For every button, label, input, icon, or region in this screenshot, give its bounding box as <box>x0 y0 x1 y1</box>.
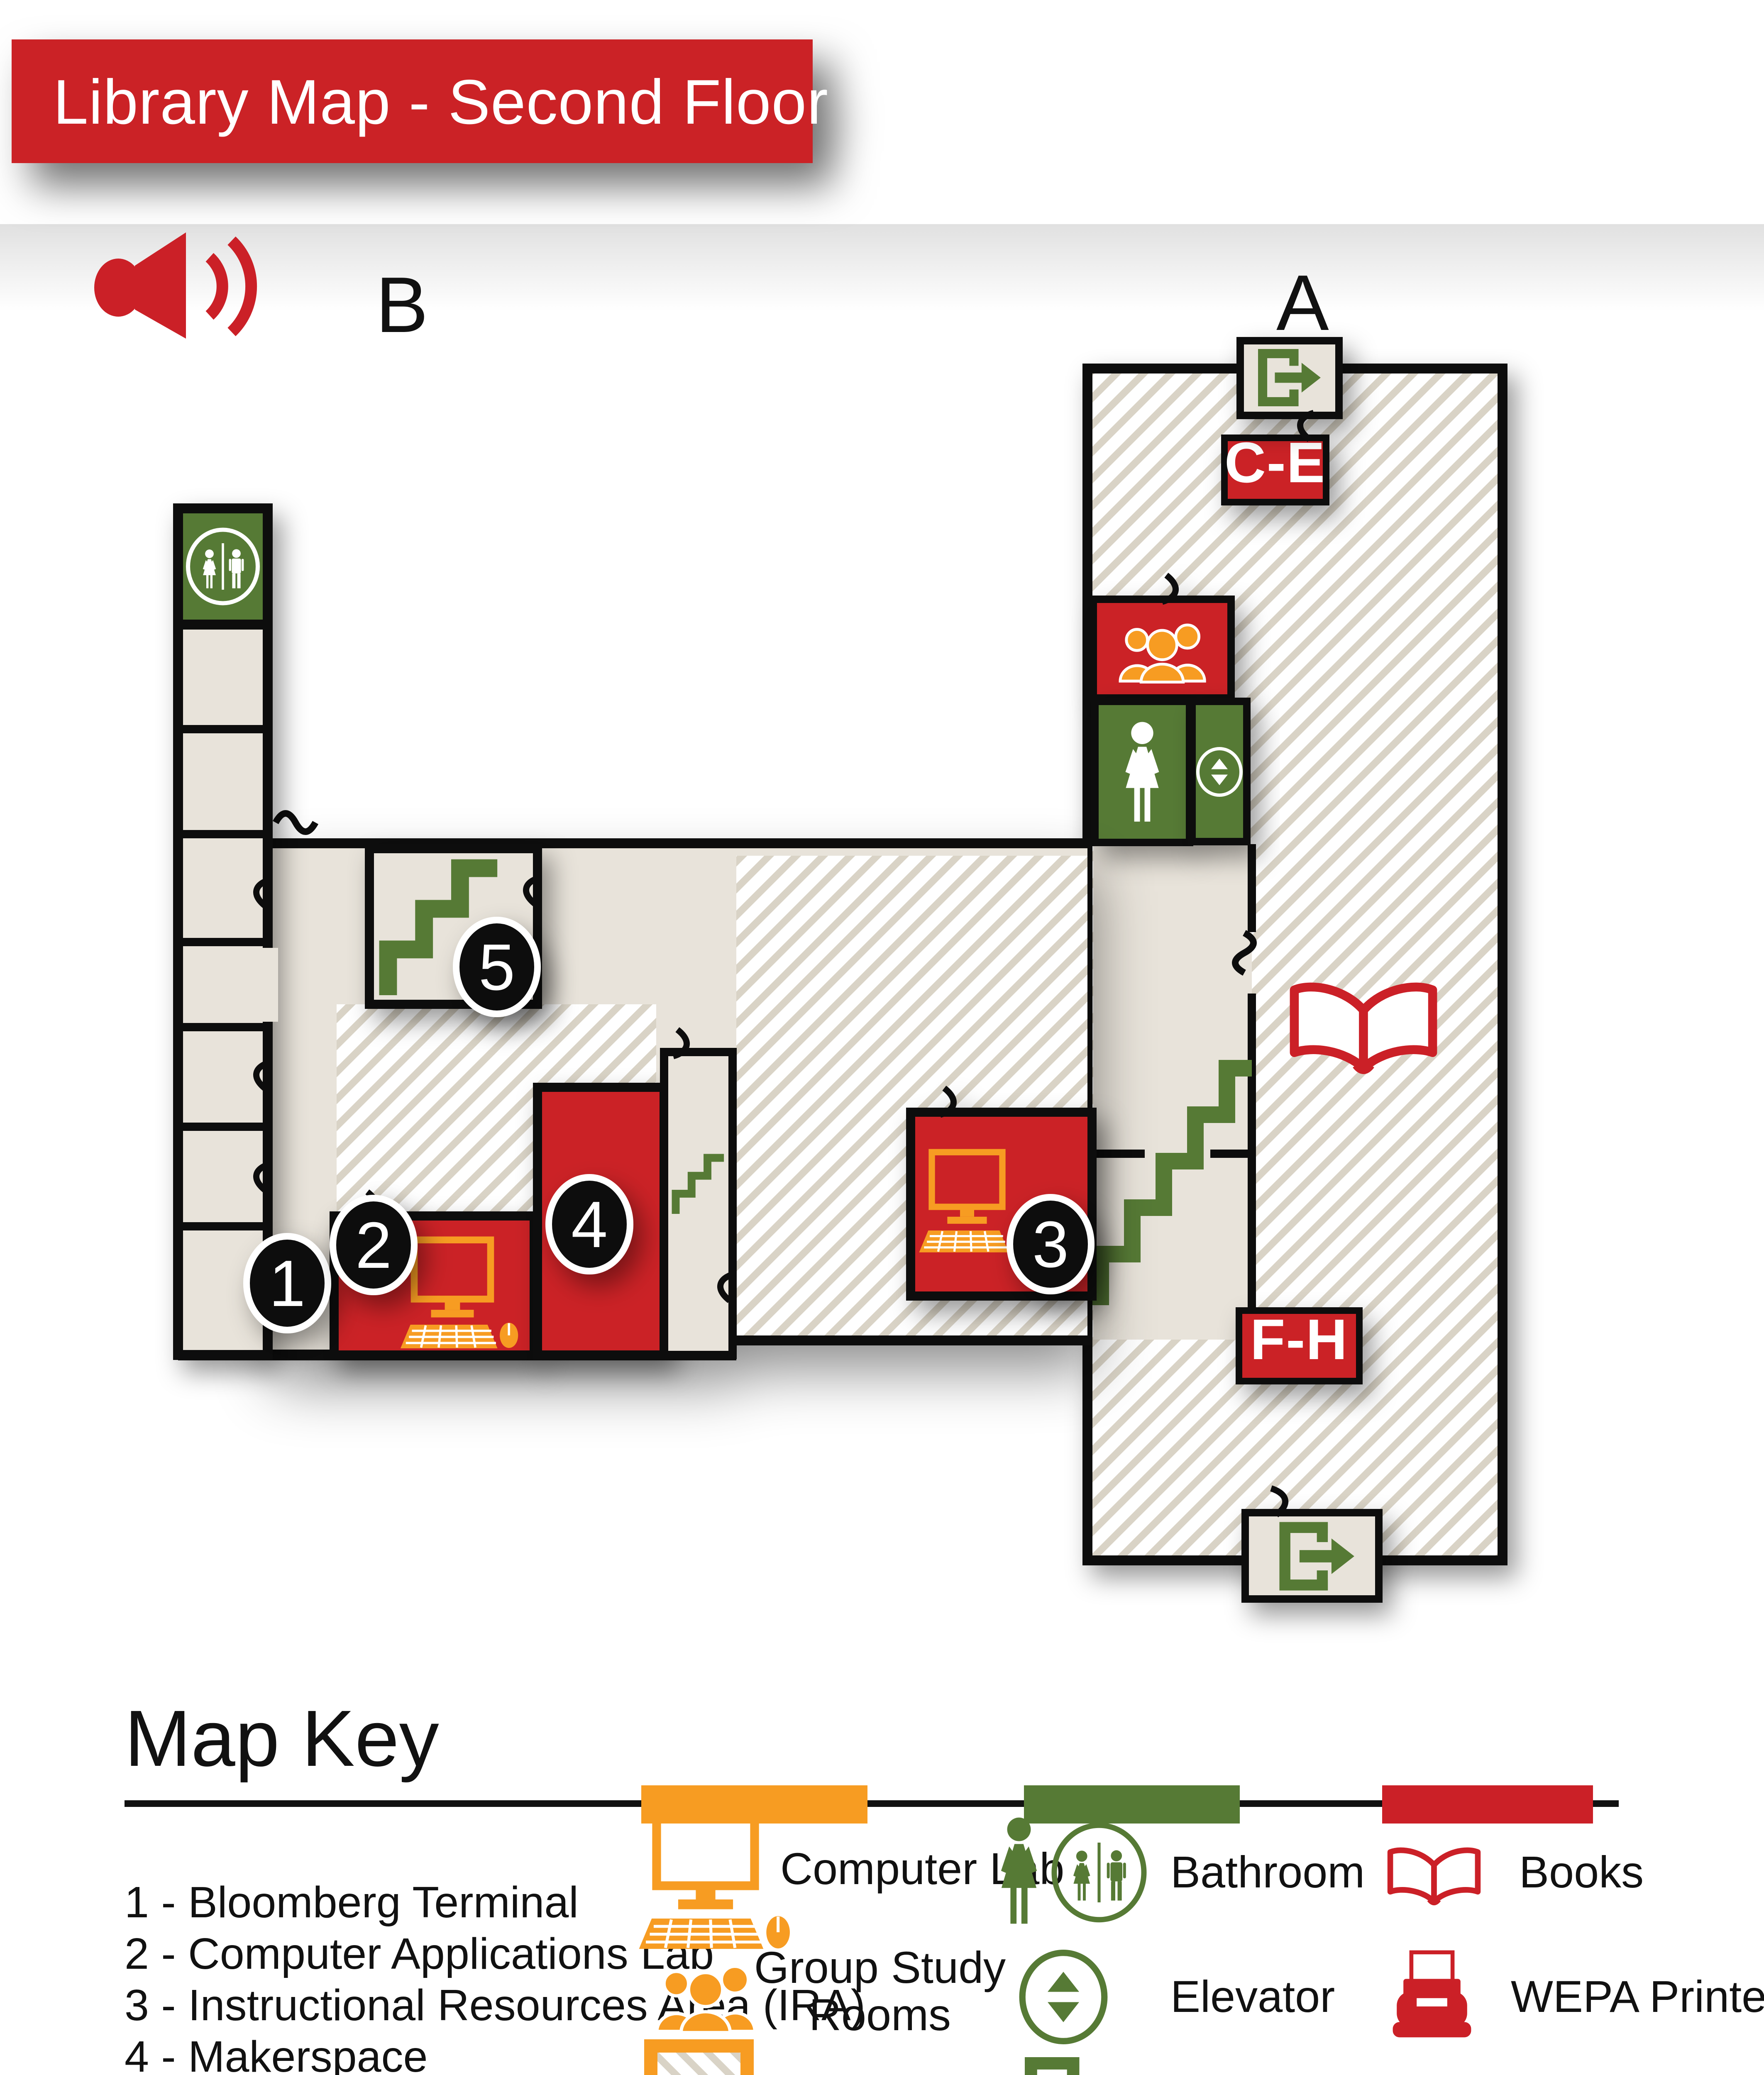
left-wing-room-dividers <box>178 725 268 1230</box>
wall-break-symbol <box>276 813 315 832</box>
marker-3-number: 3 <box>1032 1208 1069 1281</box>
legend-group-study-line1: Group Study <box>754 1942 1006 1992</box>
legend-wepa-printer-label: WEPA Printer <box>1511 1971 1764 2021</box>
marker-4-number: 4 <box>571 1188 608 1261</box>
shelf-range-fh: F-H <box>1236 1307 1363 1384</box>
wing-a-label: A <box>1276 259 1329 347</box>
legend-bathroom: Bathroom <box>1001 1817 1365 1924</box>
legend-group-study: Group Study Rooms <box>657 1942 1006 2040</box>
study-area-swatch <box>644 2039 754 2075</box>
legend-books: Books <box>1390 1847 1644 1903</box>
marker-1: 1 <box>243 1233 331 1333</box>
shelf-range-ce: C-E <box>1221 431 1329 505</box>
map-markers: 1 2 3 4 5 <box>243 917 1095 1333</box>
marker-5-number: 5 <box>479 931 515 1004</box>
map-key-underline <box>125 1800 1619 1807</box>
page-top-gradient <box>0 224 1764 311</box>
exit-bottom <box>1241 1485 1383 1603</box>
legend-group-study-line2: Rooms <box>809 1990 951 2040</box>
bathroom-room-left <box>173 503 273 630</box>
marker-4: 4 <box>545 1174 633 1274</box>
legend-elevator: Elevator <box>1022 1953 1335 2041</box>
marker-1-number: 1 <box>269 1247 305 1320</box>
group-study-room <box>1090 575 1235 702</box>
legend-wepa-printer: WEPA Printer <box>1393 1952 1764 2037</box>
marker-2: 2 <box>330 1195 418 1295</box>
left-wing-rooms <box>173 503 273 1360</box>
computer-icon <box>639 1810 790 1949</box>
woman-bathroom-icon <box>1001 1817 1037 1924</box>
red-swatch <box>1382 1785 1593 1824</box>
stairwell-strip <box>660 1030 734 1359</box>
marker-2-number: 2 <box>355 1209 392 1282</box>
shelf-range-fh-label: F-H <box>1250 1308 1348 1372</box>
map-key: Map Key 1 - Bloomberg Terminal 2 - Compu… <box>125 1694 1764 2075</box>
bathroom-icon <box>1054 1825 1144 1920</box>
right-wing: C-E F-H <box>912 337 1507 1603</box>
marker-3: 3 <box>1007 1194 1095 1294</box>
title-banner: Library Map - Second Floor <box>12 39 828 163</box>
corridor-opening <box>257 948 278 1022</box>
key-item-4: 4 - Makerspace <box>125 2032 428 2075</box>
key-item-2: 2 - Computer Applications Lab <box>125 1929 714 1978</box>
left-wing <box>173 503 278 1360</box>
exit-top <box>1236 337 1343 439</box>
legend-elevator-label: Elevator <box>1170 1971 1335 2021</box>
key-item-1: 1 - Bloomberg Terminal <box>125 1878 579 1927</box>
green-swatch <box>1024 1785 1240 1824</box>
exit-icon <box>1025 2057 1109 2075</box>
legend-study-area: Study Area <box>644 2039 1000 2075</box>
page-title: Library Map - Second Floor <box>53 67 828 137</box>
bathroom-room <box>1091 698 1193 846</box>
wepa-printer-icon <box>1393 1952 1471 2037</box>
wing-b-label: B <box>376 261 428 349</box>
shelf-range-ce-label: C-E <box>1224 431 1326 495</box>
map-key-title: Map Key <box>125 1694 439 1783</box>
legend-books-label: Books <box>1519 1847 1644 1897</box>
legend-bathroom-label: Bathroom <box>1170 1847 1365 1897</box>
marker-5: 5 <box>453 917 541 1017</box>
legend-exit: Exit <box>1025 2057 1242 2075</box>
elevator-icon <box>1022 1953 1104 2041</box>
stairs-icon <box>1092 1060 1252 1305</box>
legend-computer-lab: Computer Lab <box>639 1810 1064 1949</box>
legend-exit-label: Exit <box>1167 2070 1242 2075</box>
elevator-room <box>1188 698 1251 845</box>
legend-study-area-label: Study Area <box>780 2072 1000 2075</box>
books-icon <box>1390 1850 1478 1903</box>
title-banner-background <box>12 39 813 163</box>
